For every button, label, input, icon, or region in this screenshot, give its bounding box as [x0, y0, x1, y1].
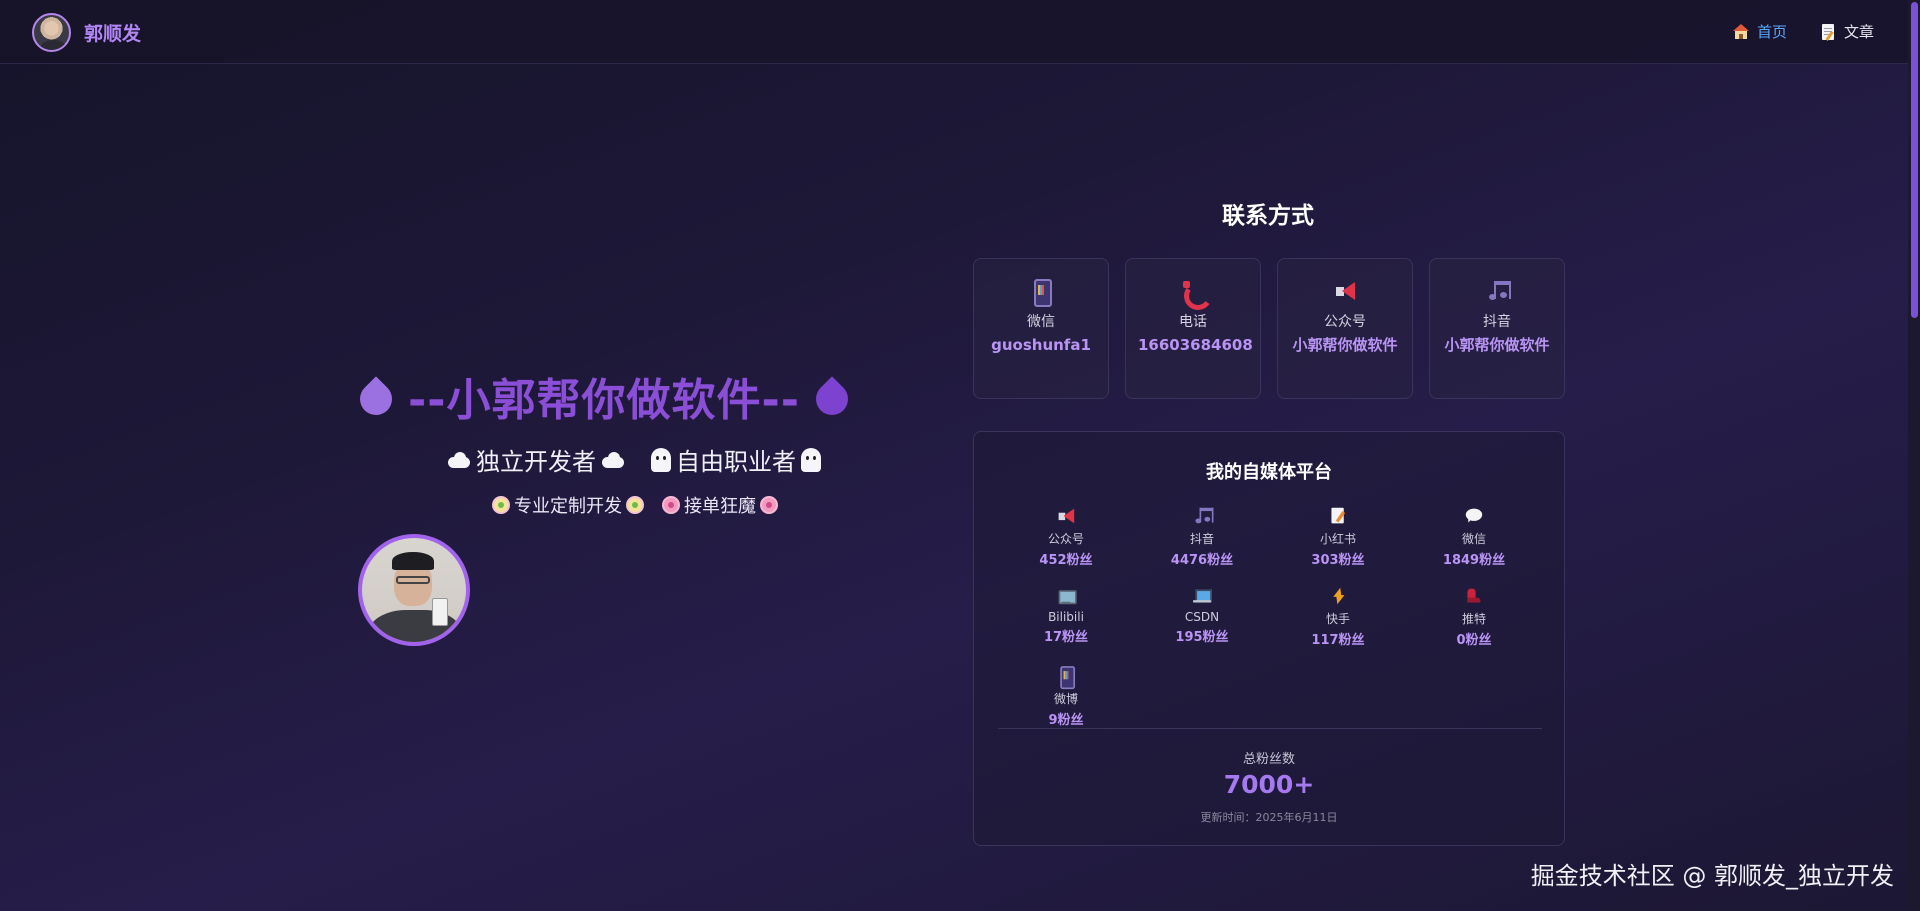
contact-label: 公众号 [1324, 314, 1366, 330]
contact-card-wechat[interactable]: 微信 guoshunfa1 [973, 258, 1109, 399]
megaphone-icon [1056, 506, 1076, 526]
cloud-icon [446, 451, 472, 469]
memo-icon [1819, 23, 1837, 41]
music-note-icon [1192, 506, 1214, 526]
ghost-icon [650, 447, 672, 473]
media-label: CSDN [1184, 610, 1220, 624]
contact-label: 电话 [1179, 314, 1207, 330]
lightning-icon [1328, 586, 1348, 606]
media-label: 推特 [1461, 612, 1486, 626]
media-label: 抖音 [1189, 532, 1214, 546]
media-followers: 9粉丝 [1048, 713, 1084, 728]
role-independent-developer: 独立开发者 [476, 448, 596, 476]
memo-icon [1328, 506, 1348, 526]
television-icon [1056, 586, 1077, 606]
role-freelancer: 自由职业者 [676, 448, 796, 476]
droplet-icon [358, 373, 394, 419]
media-followers: 117粉丝 [1311, 633, 1365, 648]
speech-bubble-icon [1464, 506, 1484, 526]
media-followers: 1849粉丝 [1442, 553, 1506, 568]
nav-item-home[interactable]: 首页 [1732, 21, 1787, 42]
media-label: 快手 [1325, 612, 1350, 626]
avatar[interactable] [32, 13, 71, 52]
media-label: 公众号 [1047, 532, 1084, 546]
hero-roles: 独立开发者 自由职业者 [442, 442, 826, 477]
media-item-bilibili[interactable]: Bilibili 17粉丝 [998, 584, 1134, 648]
main-nav: 首页 文章 [1700, 21, 1874, 42]
media-item-twitter[interactable]: 推特 0粉丝 [1406, 584, 1542, 648]
flower-icon [492, 496, 510, 514]
watermark: 掘金技术社区 @ 郭顺发_独立开发 [1530, 862, 1894, 890]
contact-cards: 微信 guoshunfa1 电话 16603684608 公众号 小郭帮你做软件… [973, 258, 1565, 399]
droplet-icon [814, 373, 850, 419]
media-followers: 195粉丝 [1175, 630, 1229, 645]
media-label: Bilibili [1048, 610, 1084, 624]
contact-card-douyin[interactable]: 抖音 小郭帮你做软件 [1429, 258, 1565, 399]
contact-card-phone[interactable]: 电话 16603684608 [1125, 258, 1261, 399]
megaphone-icon [1333, 279, 1357, 303]
scrollbar-thumb[interactable] [1911, 2, 1918, 318]
media-title: 我的自媒体平台 [1206, 462, 1332, 483]
media-label: 微信 [1461, 532, 1486, 546]
flower-icon [626, 496, 644, 514]
media-grid: 公众号 452粉丝 抖音 4476粉丝 小红书 303粉丝 微信 1849粉丝 … [998, 504, 1542, 728]
media-followers: 452粉丝 [1039, 553, 1093, 568]
media-item-douyin[interactable]: 抖音 4476粉丝 [1134, 504, 1270, 568]
tag-order-maniac: 接单狂魔 [684, 496, 756, 517]
contact-label: 微信 [1027, 314, 1055, 330]
divider [998, 728, 1542, 729]
nav-item-label: 首页 [1756, 23, 1787, 41]
high-heel-icon [1464, 586, 1484, 606]
mobile-phone-icon [1029, 279, 1053, 307]
total-followers-label: 总粉丝数 [1242, 752, 1295, 767]
profile-photo [358, 534, 470, 646]
total-followers-value: 7000+ [1223, 770, 1315, 799]
update-time: 更新时间：2025年6月11日 [1200, 811, 1338, 824]
media-label: 小红书 [1319, 532, 1356, 546]
tag-custom-development: 专业定制开发 [514, 496, 622, 517]
media-followers: 17粉丝 [1043, 630, 1089, 645]
hero-title-text: --小郭帮你做软件-- [408, 375, 801, 426]
media-item-official-account[interactable]: 公众号 452粉丝 [998, 504, 1134, 568]
hero-title: --小郭帮你做软件-- [358, 366, 888, 426]
contact-value[interactable]: 小郭帮你做软件 [1292, 336, 1398, 354]
cherry-blossom-icon [760, 496, 778, 514]
top-navbar: 郭顺发 首页 文章 [0, 0, 1908, 64]
contact-value[interactable]: 16603684608 [1138, 336, 1253, 354]
brand[interactable]: 郭顺发 [32, 13, 141, 52]
nav-item-label: 文章 [1843, 23, 1874, 41]
contact-value[interactable]: 小郭帮你做软件 [1444, 336, 1550, 354]
contact-title: 联系方式 [1222, 203, 1314, 229]
cloud-icon [600, 451, 626, 469]
contact-label: 抖音 [1483, 314, 1511, 330]
media-label: 微博 [1053, 692, 1078, 706]
media-followers: 0粉丝 [1456, 633, 1492, 648]
hero-tags: 专业定制开发 接单狂魔 [488, 492, 782, 518]
nav-item-articles[interactable]: 文章 [1819, 21, 1874, 42]
media-item-kuaishou[interactable]: 快手 117粉丝 [1270, 584, 1406, 648]
media-followers: 4476粉丝 [1170, 553, 1234, 568]
media-item-weibo[interactable]: 微博 9粉丝 [998, 664, 1134, 728]
house-icon [1732, 23, 1750, 41]
hero-section: --小郭帮你做软件-- 独立开发者 自由职业者 专业定制开发 接单狂魔 [358, 366, 888, 646]
music-note-icon [1485, 279, 1511, 303]
ghost-icon [800, 447, 822, 473]
scrollbar[interactable] [1908, 0, 1920, 911]
media-platforms-card: 我的自媒体平台 公众号 452粉丝 抖音 4476粉丝 小红书 303粉丝 微信… [973, 431, 1565, 846]
brand-name[interactable]: 郭顺发 [84, 23, 142, 45]
laptop-icon [1192, 586, 1212, 606]
media-item-csdn[interactable]: CSDN 195粉丝 [1134, 584, 1270, 648]
telephone-receiver-icon [1181, 279, 1205, 303]
mobile-phone-icon [1056, 666, 1076, 690]
media-followers: 303粉丝 [1311, 553, 1365, 568]
cherry-blossom-icon [662, 496, 680, 514]
contact-card-official-account[interactable]: 公众号 小郭帮你做软件 [1277, 258, 1413, 399]
media-item-xiaohongshu[interactable]: 小红书 303粉丝 [1270, 504, 1406, 568]
media-item-wechat[interactable]: 微信 1849粉丝 [1406, 504, 1542, 568]
contact-value[interactable]: guoshunfa1 [991, 336, 1091, 354]
